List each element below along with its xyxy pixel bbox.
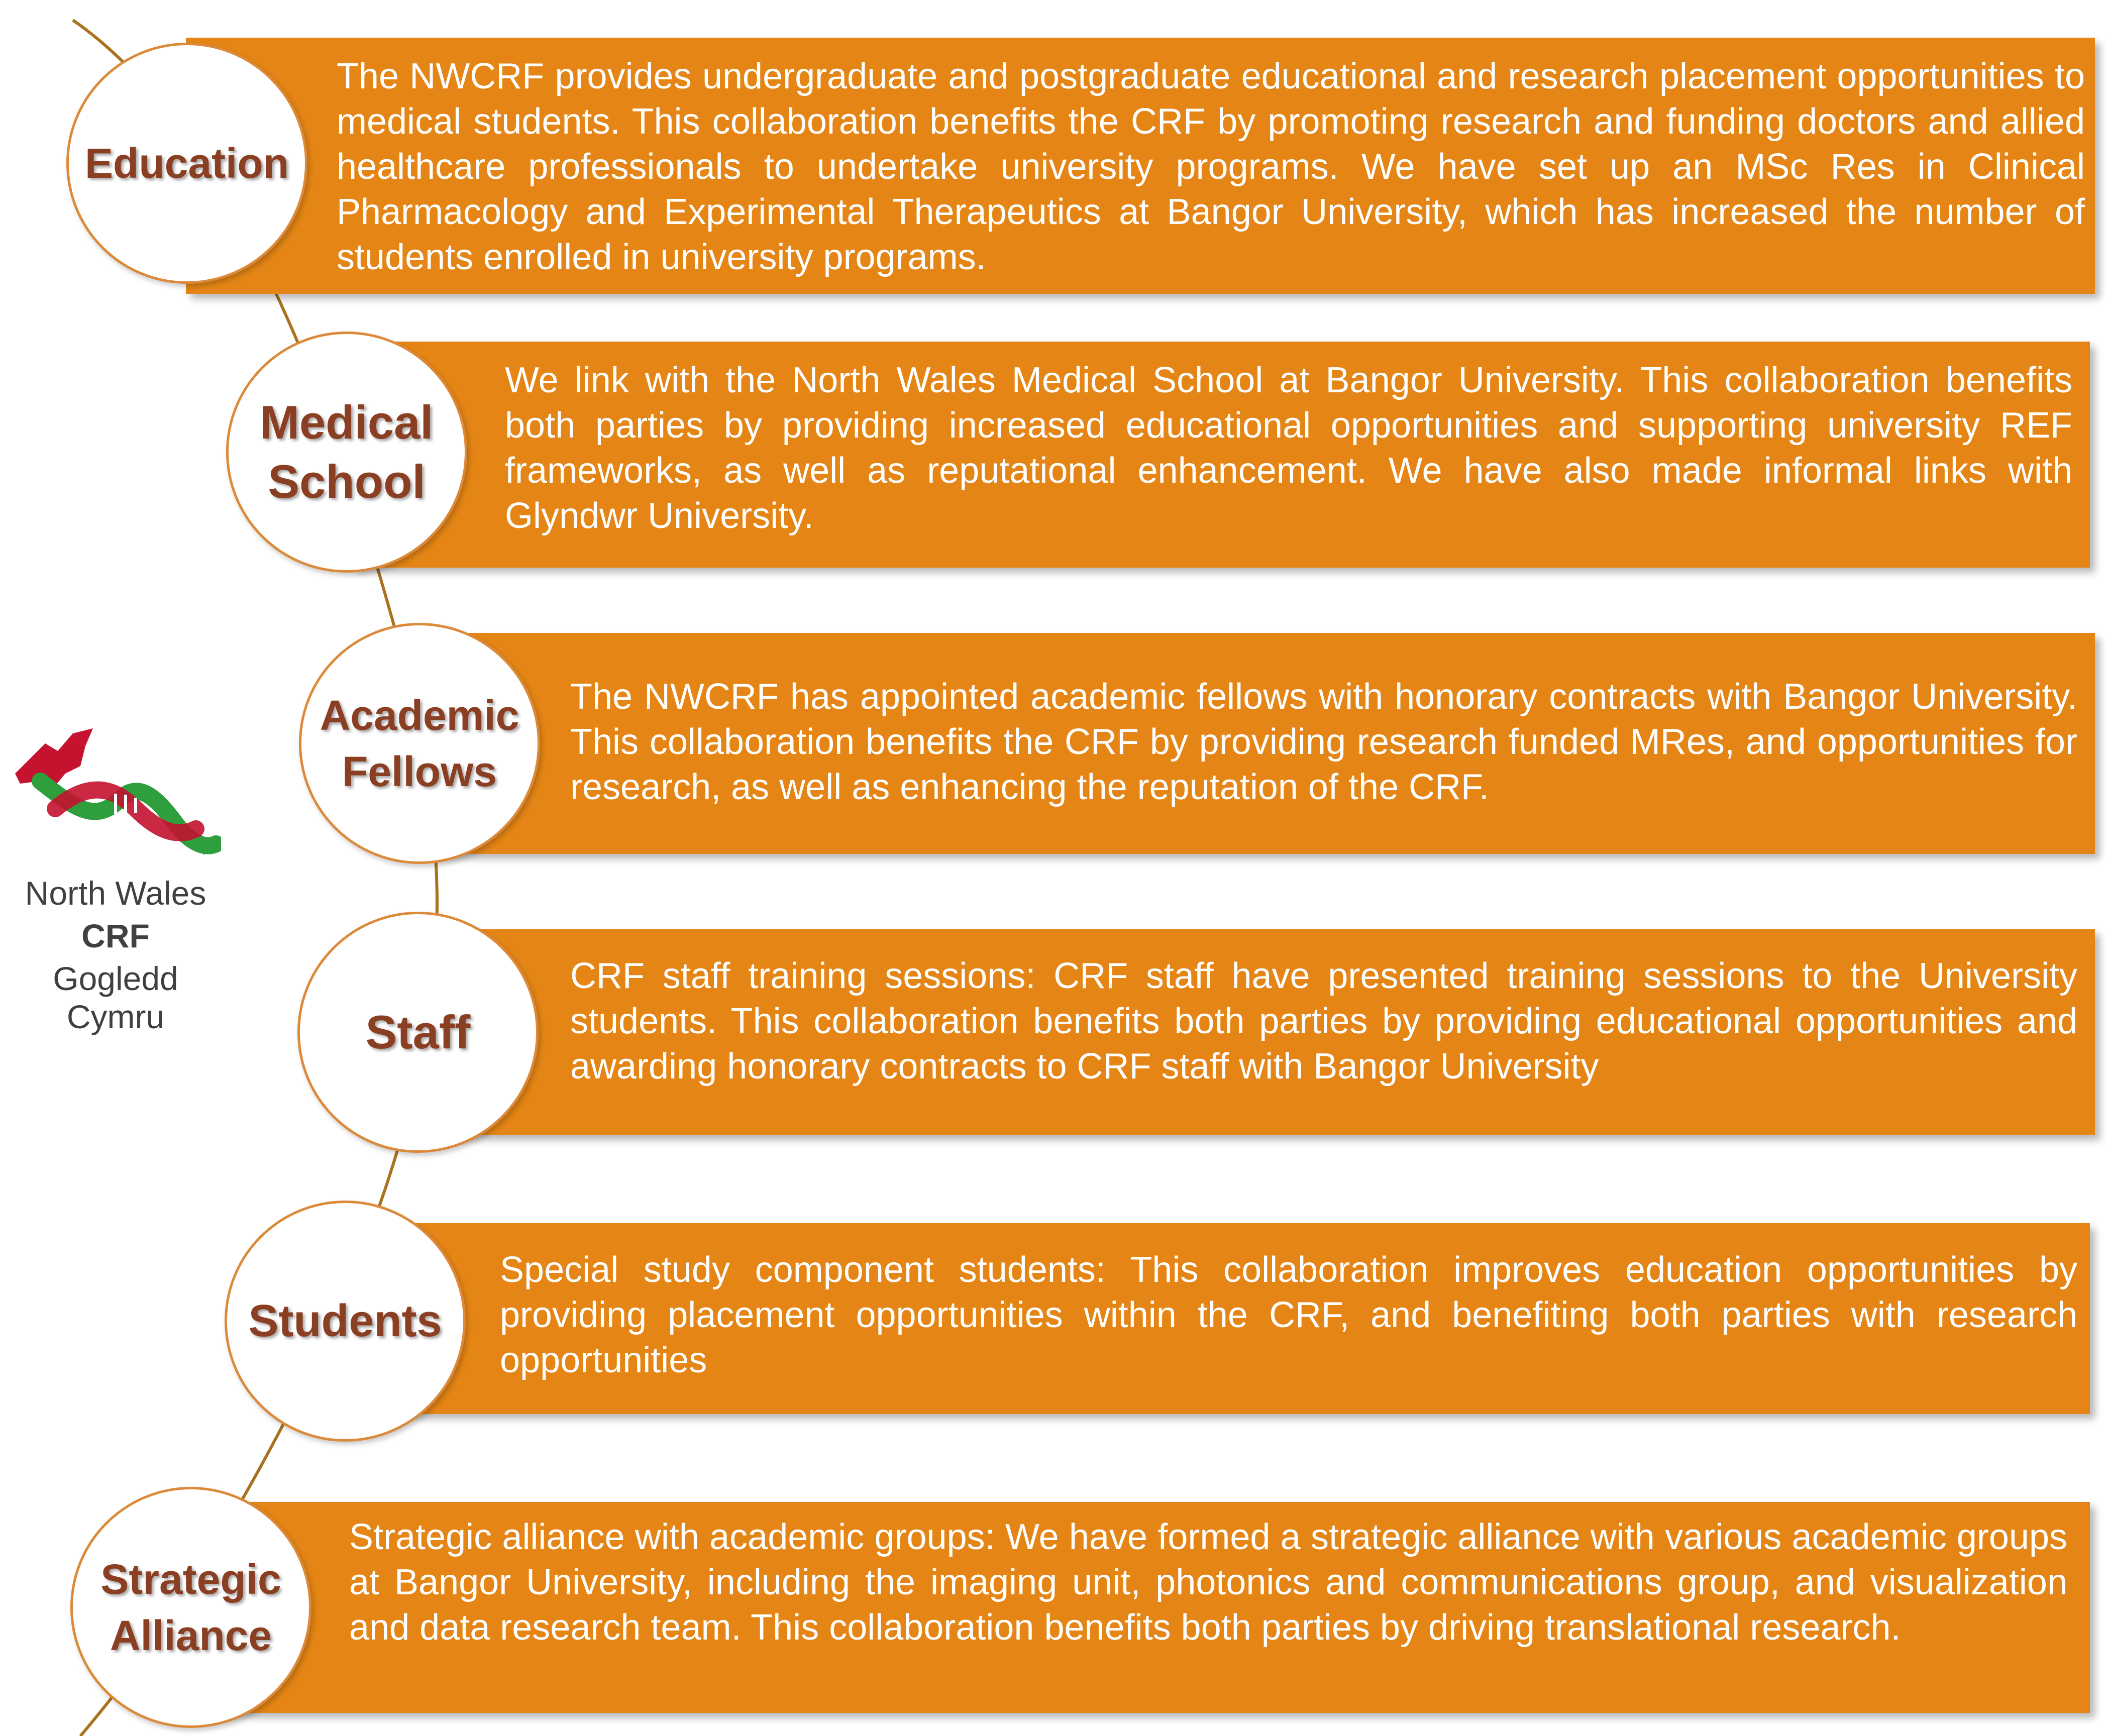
staff-panel: CRF staff training sessions: CRF staff h… <box>432 929 2095 1135</box>
north-wales-crf-logo: North Wales CRF Gogledd Cymru <box>10 723 221 1035</box>
medical-school-description: We link with the North Wales Medical Sch… <box>505 360 2072 536</box>
strategic-alliance-label: Strategic Alliance <box>100 1556 281 1659</box>
medical-school-panel: We link with the North Wales Medical Sch… <box>352 342 2090 568</box>
academic-fellows-description: The NWCRF has appointed academic fellows… <box>570 677 2077 807</box>
logo-line-crf: CRF <box>81 917 150 954</box>
staff-label: Staff <box>365 1006 471 1058</box>
logo-line-gogledd-cymru: Gogledd Cymru <box>53 960 178 1035</box>
medical-school-circle: Medical School <box>226 332 467 573</box>
staff-description: CRF staff training sessions: CRF staff h… <box>570 956 2077 1087</box>
welsh-dragon-dna-helix-icon <box>15 728 221 855</box>
medical-school-label: Medical School <box>260 396 434 508</box>
academic-fellows-label: Academic Fellows <box>320 692 519 795</box>
students-label: Students <box>248 1296 442 1346</box>
academic-fellows-circle: Academic Fellows <box>299 623 540 864</box>
education-description: The NWCRF provides undergraduate and pos… <box>337 56 2085 277</box>
students-description: Special study component students: This c… <box>500 1250 2077 1380</box>
logo-line-north-wales: North Wales <box>25 875 206 912</box>
education-circle: Education <box>66 43 307 284</box>
strategic-alliance-circle: Strategic Alliance <box>70 1487 311 1728</box>
education-panel: The NWCRF provides undergraduate and pos… <box>186 38 2095 294</box>
students-circle: Students <box>225 1201 466 1442</box>
education-label: Education <box>84 140 289 187</box>
strategic-alliance-description: Strategic alliance with academic groups:… <box>349 1517 2067 1648</box>
academic-fellows-panel: The NWCRF has appointed academic fellows… <box>432 633 2095 854</box>
strategic-alliance-panel: Strategic alliance with academic groups:… <box>186 1502 2090 1713</box>
staff-circle: Staff <box>297 912 539 1153</box>
students-panel: Special study component students: This c… <box>352 1223 2090 1414</box>
